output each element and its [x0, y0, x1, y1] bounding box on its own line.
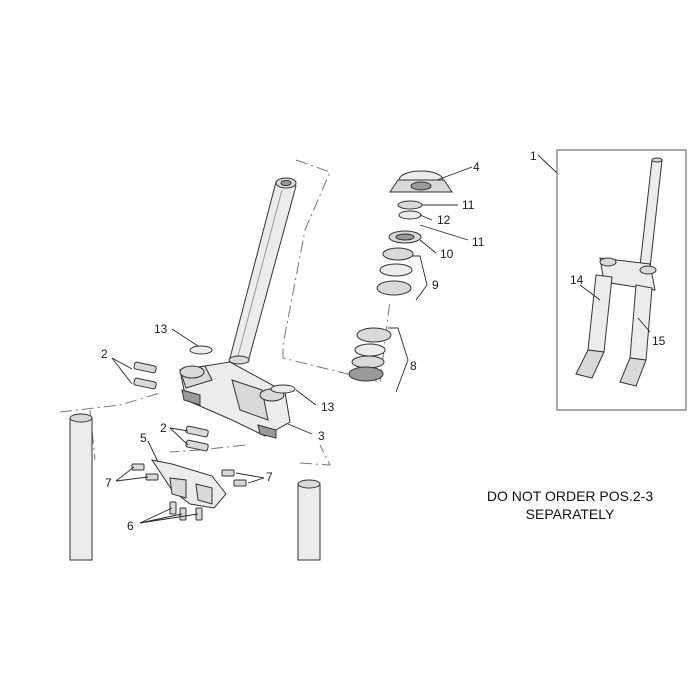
callout-13-upper: 13 [154, 322, 168, 336]
callout-2-upper: 2 [101, 347, 108, 361]
callout-3: 3 [318, 429, 325, 443]
nuts [131, 463, 247, 487]
bearing-stack [348, 170, 453, 382]
fork-assembly-box [556, 149, 687, 411]
leader-lines [111, 154, 651, 524]
fork-assembly [575, 157, 663, 387]
bracket [150, 459, 227, 509]
callout-6: 6 [127, 519, 134, 533]
ordering-note-line-2: SEPARATELY [525, 506, 615, 522]
callout-7-right: 7 [266, 470, 273, 484]
callout-4: 4 [473, 160, 480, 174]
callout-12: 12 [437, 213, 451, 227]
callout-labels: 1 2 2 3 4 5 6 7 7 8 9 10 11 11 12 13 13 … [101, 149, 666, 533]
steering-stem [228, 177, 297, 365]
callout-5: 5 [140, 431, 147, 445]
callout-13-lower: 13 [321, 400, 335, 414]
callout-11-upper: 11 [462, 198, 475, 212]
callout-2-lower: 2 [160, 421, 167, 435]
callout-9: 9 [432, 278, 439, 292]
lower-yoke [179, 361, 291, 439]
ordering-note: DO NOT ORDER POS.2-3 SEPARATELY [450, 487, 690, 523]
ordering-note-line-1: DO NOT ORDER POS.2-3 [486, 488, 654, 504]
fork-tubes-phantom [69, 413, 321, 561]
callout-11-lower: 11 [472, 235, 485, 249]
callout-8: 8 [410, 359, 417, 373]
callout-15: 15 [652, 334, 666, 348]
o-ring-lower [270, 384, 296, 394]
assembly-guide-lines [59, 159, 391, 466]
callout-10: 10 [440, 247, 454, 261]
o-ring-upper [189, 345, 213, 355]
callout-14: 14 [570, 273, 584, 287]
callout-1: 1 [530, 149, 537, 163]
callout-7-left: 7 [105, 476, 112, 490]
